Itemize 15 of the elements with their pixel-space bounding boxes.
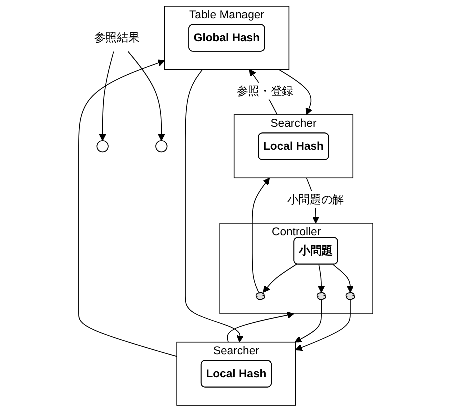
arrow: [227, 312, 294, 343]
arrow: [185, 69, 244, 343]
arrow: [128, 51, 166, 142]
arrow: [252, 178, 270, 294]
arrow: [332, 264, 354, 293]
arrow: [78, 60, 178, 358]
arrow: [263, 264, 298, 293]
edge-label: 参照・登録: [236, 84, 294, 98]
arrow: [99, 51, 114, 142]
edge-label: 小問題の解: [287, 193, 344, 206]
arrow: [278, 69, 312, 116]
node-text: 参照結果: [94, 31, 140, 44]
arrow: [318, 264, 326, 293]
arrow: [294, 299, 322, 343]
arrow: [296, 299, 351, 352]
